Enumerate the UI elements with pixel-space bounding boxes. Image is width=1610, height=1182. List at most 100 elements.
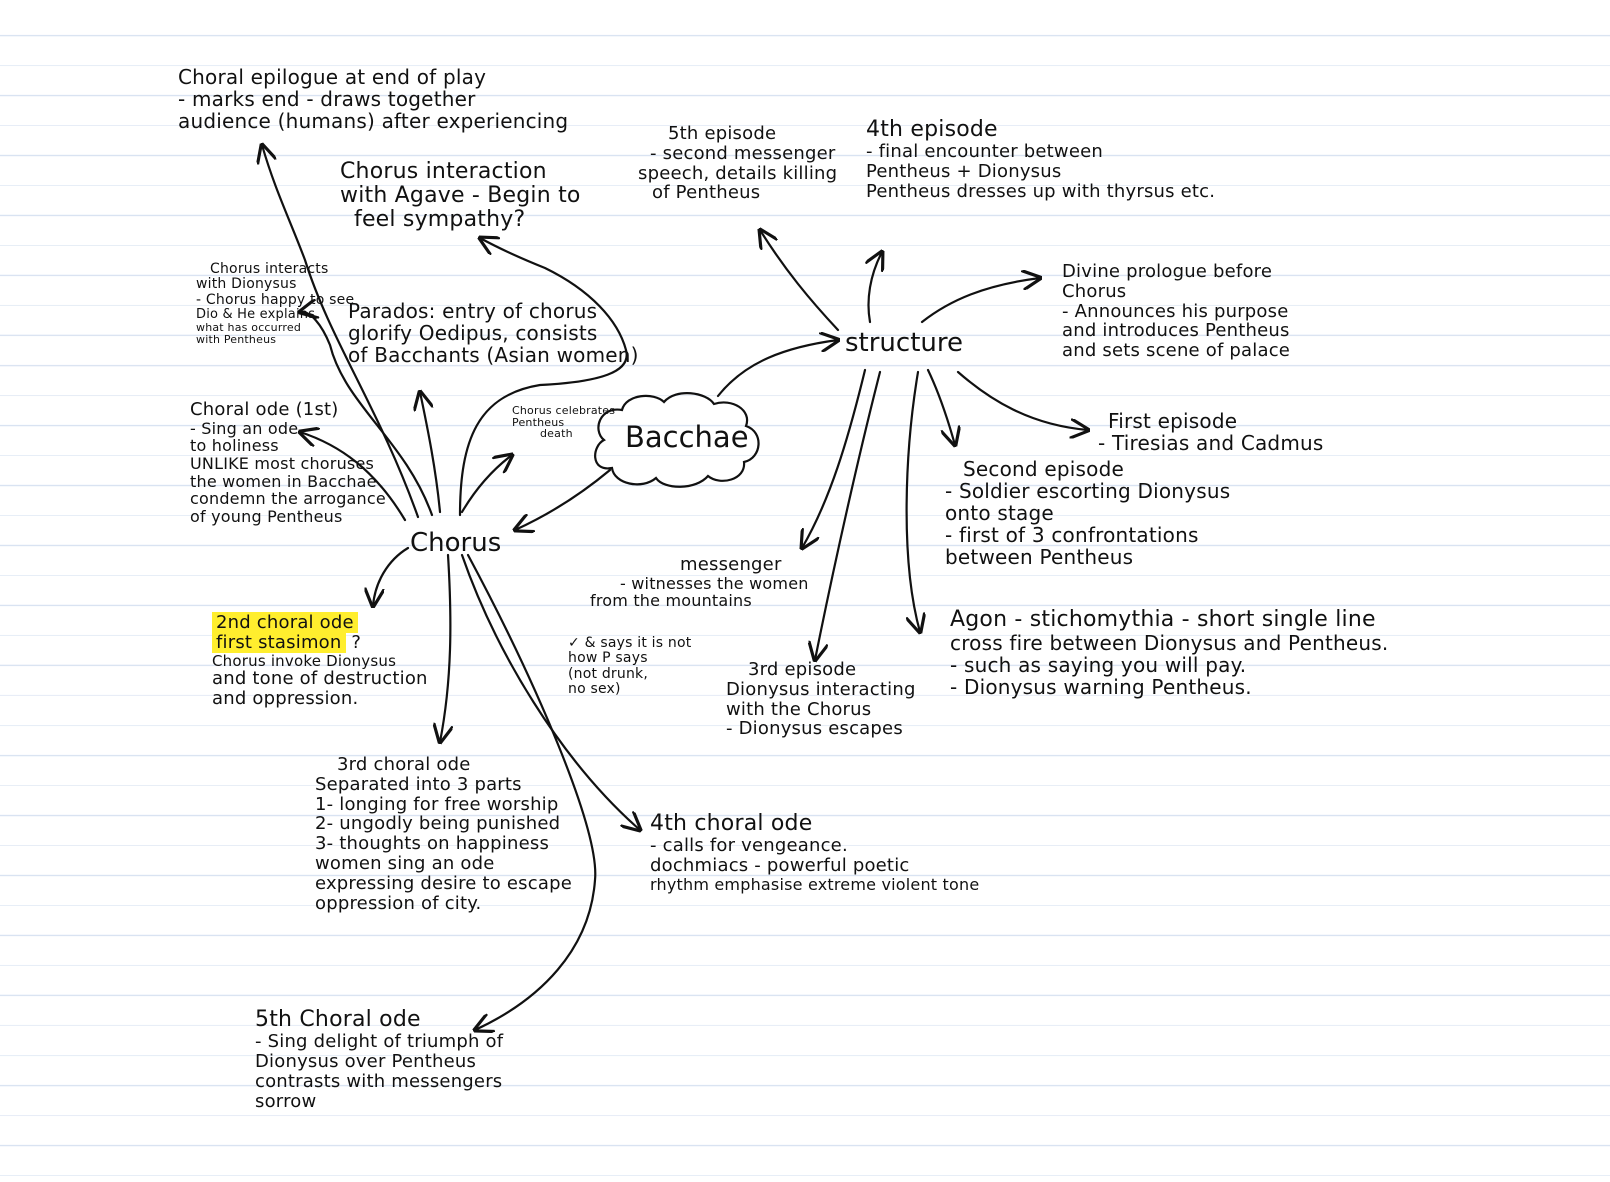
arrow-structure-to-fifth-episode: [760, 230, 840, 332]
note-line: - Sing delight of triumph of: [255, 1031, 504, 1053]
highlight: 2nd choral ode: [212, 612, 358, 633]
arrow-chorus-to-agave: [458, 238, 628, 517]
note-line: Chorus celebrates: [512, 404, 616, 417]
arrow-bacchae-to-structure: [716, 340, 838, 398]
note-line: Chorus interaction: [340, 159, 547, 184]
arrow-structure-to-agon: [905, 370, 920, 632]
note-line: First episode: [1108, 409, 1238, 433]
third-episode-note: 3rd episode Dionysus interacting with th…: [726, 660, 916, 739]
note-line: dochmiacs - powerful poetic: [650, 854, 910, 876]
first-episode-note: First episode - Tiresias and Cadmus: [1098, 410, 1324, 454]
note-line: (not drunk,: [568, 665, 648, 682]
note-line: - final encounter between: [866, 141, 1104, 163]
chorus-agave-note: Chorus interaction with Agave - Begin to…: [340, 159, 581, 233]
arrow-chorus-to-celebrates: [460, 455, 512, 514]
divine-prologue-note: Divine prologue before Chorus - Announce…: [1062, 262, 1290, 361]
note-line: between Pentheus: [945, 545, 1134, 569]
note-line: - marks end - draws together: [178, 87, 476, 111]
arrow-bacchae-to-chorus: [515, 468, 612, 530]
note-line: and sets scene of palace: [1062, 340, 1291, 362]
note-line: of young Pentheus: [190, 506, 343, 526]
note-line: with the Chorus: [726, 698, 872, 720]
structure-hub: structure: [845, 328, 963, 358]
note-line: 3rd choral ode: [337, 754, 471, 775]
arrow-structure-to-fourth-episode: [869, 252, 883, 324]
note-line: 2- ungodly being punished: [315, 813, 561, 835]
note-line: sorrow: [255, 1090, 317, 1112]
note-line: and introduces Pentheus: [1062, 320, 1290, 342]
note-line: 1- longing for free worship: [315, 793, 559, 815]
arrow-chorus-to-second-ode: [373, 546, 410, 606]
note-line: - such as saying you will pay.: [950, 653, 1247, 678]
arrow-chorus-to-fifth-ode: [466, 553, 597, 1030]
note-line: what has occurred: [196, 321, 302, 335]
note-line: - calls for vengeance.: [650, 835, 848, 857]
note-line: Pentheus dresses up with thyrsus etc.: [866, 180, 1216, 202]
central-topic: Bacchae: [625, 420, 749, 454]
note-line: Dio & He explains: [196, 307, 316, 323]
note-line: Second episode: [963, 457, 1124, 481]
note-line: no sex): [568, 681, 621, 698]
arrow-structure-to-second-episode: [926, 368, 955, 445]
note-line: and tone of destruction: [212, 668, 428, 690]
note-line: cross fire between Dionysus and Pentheus…: [950, 631, 1389, 656]
note-line: with Dionysus: [196, 276, 297, 293]
note-line: expressing desire to escape: [315, 872, 572, 894]
note-line: from the mountains: [590, 591, 752, 611]
note-line: Pentheus: [512, 415, 565, 429]
arrow-structure-to-prologue: [920, 278, 1040, 324]
chorus-hub: Chorus: [410, 528, 502, 558]
note-line: Chorus invoke Dionysus: [212, 651, 397, 670]
note-line: - Dionysus warning Pentheus.: [950, 675, 1252, 700]
note-line: Choral ode (1st): [190, 399, 339, 420]
note-line: Separated into 3 parts: [315, 773, 522, 795]
note-line: 4th choral ode: [650, 811, 813, 836]
note-line: death: [540, 427, 573, 441]
choral-epilogue-note: Choral epilogue at end of play - marks e…: [178, 66, 568, 132]
note-line: - Soldier escorting Dionysus: [945, 479, 1231, 503]
parados-note: Parados: entry of chorus glorify Oedipus…: [348, 300, 639, 366]
highlight: first stasimon: [212, 631, 346, 653]
fifth-choral-ode-note: 5th Choral ode - Sing delight of triumph…: [255, 1007, 504, 1112]
arrow-structure-to-messenger: [802, 368, 867, 548]
note-line: how P says: [568, 650, 648, 667]
arrow-chorus-to-dionysus: [300, 312, 434, 517]
fourth-episode-note: 4th episode - final encounter between Pe…: [866, 117, 1216, 202]
first-choral-ode-note: Choral ode (1st) - Sing an ode to holine…: [190, 400, 386, 525]
second-choral-ode-note: 2nd choral ode first stasimon ? Chorus i…: [212, 612, 428, 709]
note-line: glorify Oedipus, consists: [348, 321, 598, 345]
note-line: Chorus: [1062, 280, 1127, 302]
arrow-chorus-to-parados: [420, 392, 442, 514]
messenger-side-note: ✓ & says it is not how P says (not drunk…: [568, 635, 692, 698]
note-line: - second messenger: [650, 142, 836, 164]
note-line: UNLIKE most choruses: [190, 453, 375, 473]
question-mark: ?: [351, 631, 362, 653]
note-line: rhythm emphasise extreme violent tone: [650, 874, 980, 894]
note-line: Chorus interacts: [210, 261, 329, 277]
note-line: speech, details killing: [638, 162, 838, 184]
note-line: of Pentheus: [652, 182, 761, 204]
note-line: Agon - stichomythia - short single line: [950, 607, 1376, 632]
chorus-dionysus-note: Chorus interacts with Dionysus - Chorus …: [196, 261, 355, 346]
note-line: contrasts with messengers: [255, 1070, 503, 1092]
note-line: condemn the arrogance: [190, 489, 386, 509]
note-line-highlighted: first stasimon ?: [212, 631, 428, 653]
note-line: - Chorus happy to see: [196, 291, 355, 308]
note-line: - Sing an ode: [190, 418, 299, 438]
arrow-chorus-to-first-ode: [300, 432, 407, 522]
arrow-chorus-to-third-ode: [440, 553, 450, 742]
note-line: feel sympathy?: [354, 207, 526, 233]
note-line: messenger: [680, 554, 782, 575]
note-line: Pentheus + Dionysus: [866, 160, 1062, 182]
note-line: of Bacchants (Asian women): [348, 343, 639, 367]
note-line: - Tiresias and Cadmus: [1098, 431, 1324, 455]
arrow-structure-to-third-episode: [815, 370, 882, 660]
note-line: ✓ & says it is not: [568, 635, 692, 651]
note-line: - Announces his purpose: [1062, 300, 1289, 322]
arrow-structure-to-first-episode: [956, 370, 1088, 430]
third-choral-ode-note: 3rd choral ode Separated into 3 parts 1-…: [315, 755, 572, 913]
fourth-choral-ode-note: 4th choral ode - calls for vengeance. do…: [650, 811, 980, 894]
note-line: 3rd episode: [748, 659, 857, 680]
agon-note: Agon - stichomythia - short single line …: [950, 607, 1389, 700]
